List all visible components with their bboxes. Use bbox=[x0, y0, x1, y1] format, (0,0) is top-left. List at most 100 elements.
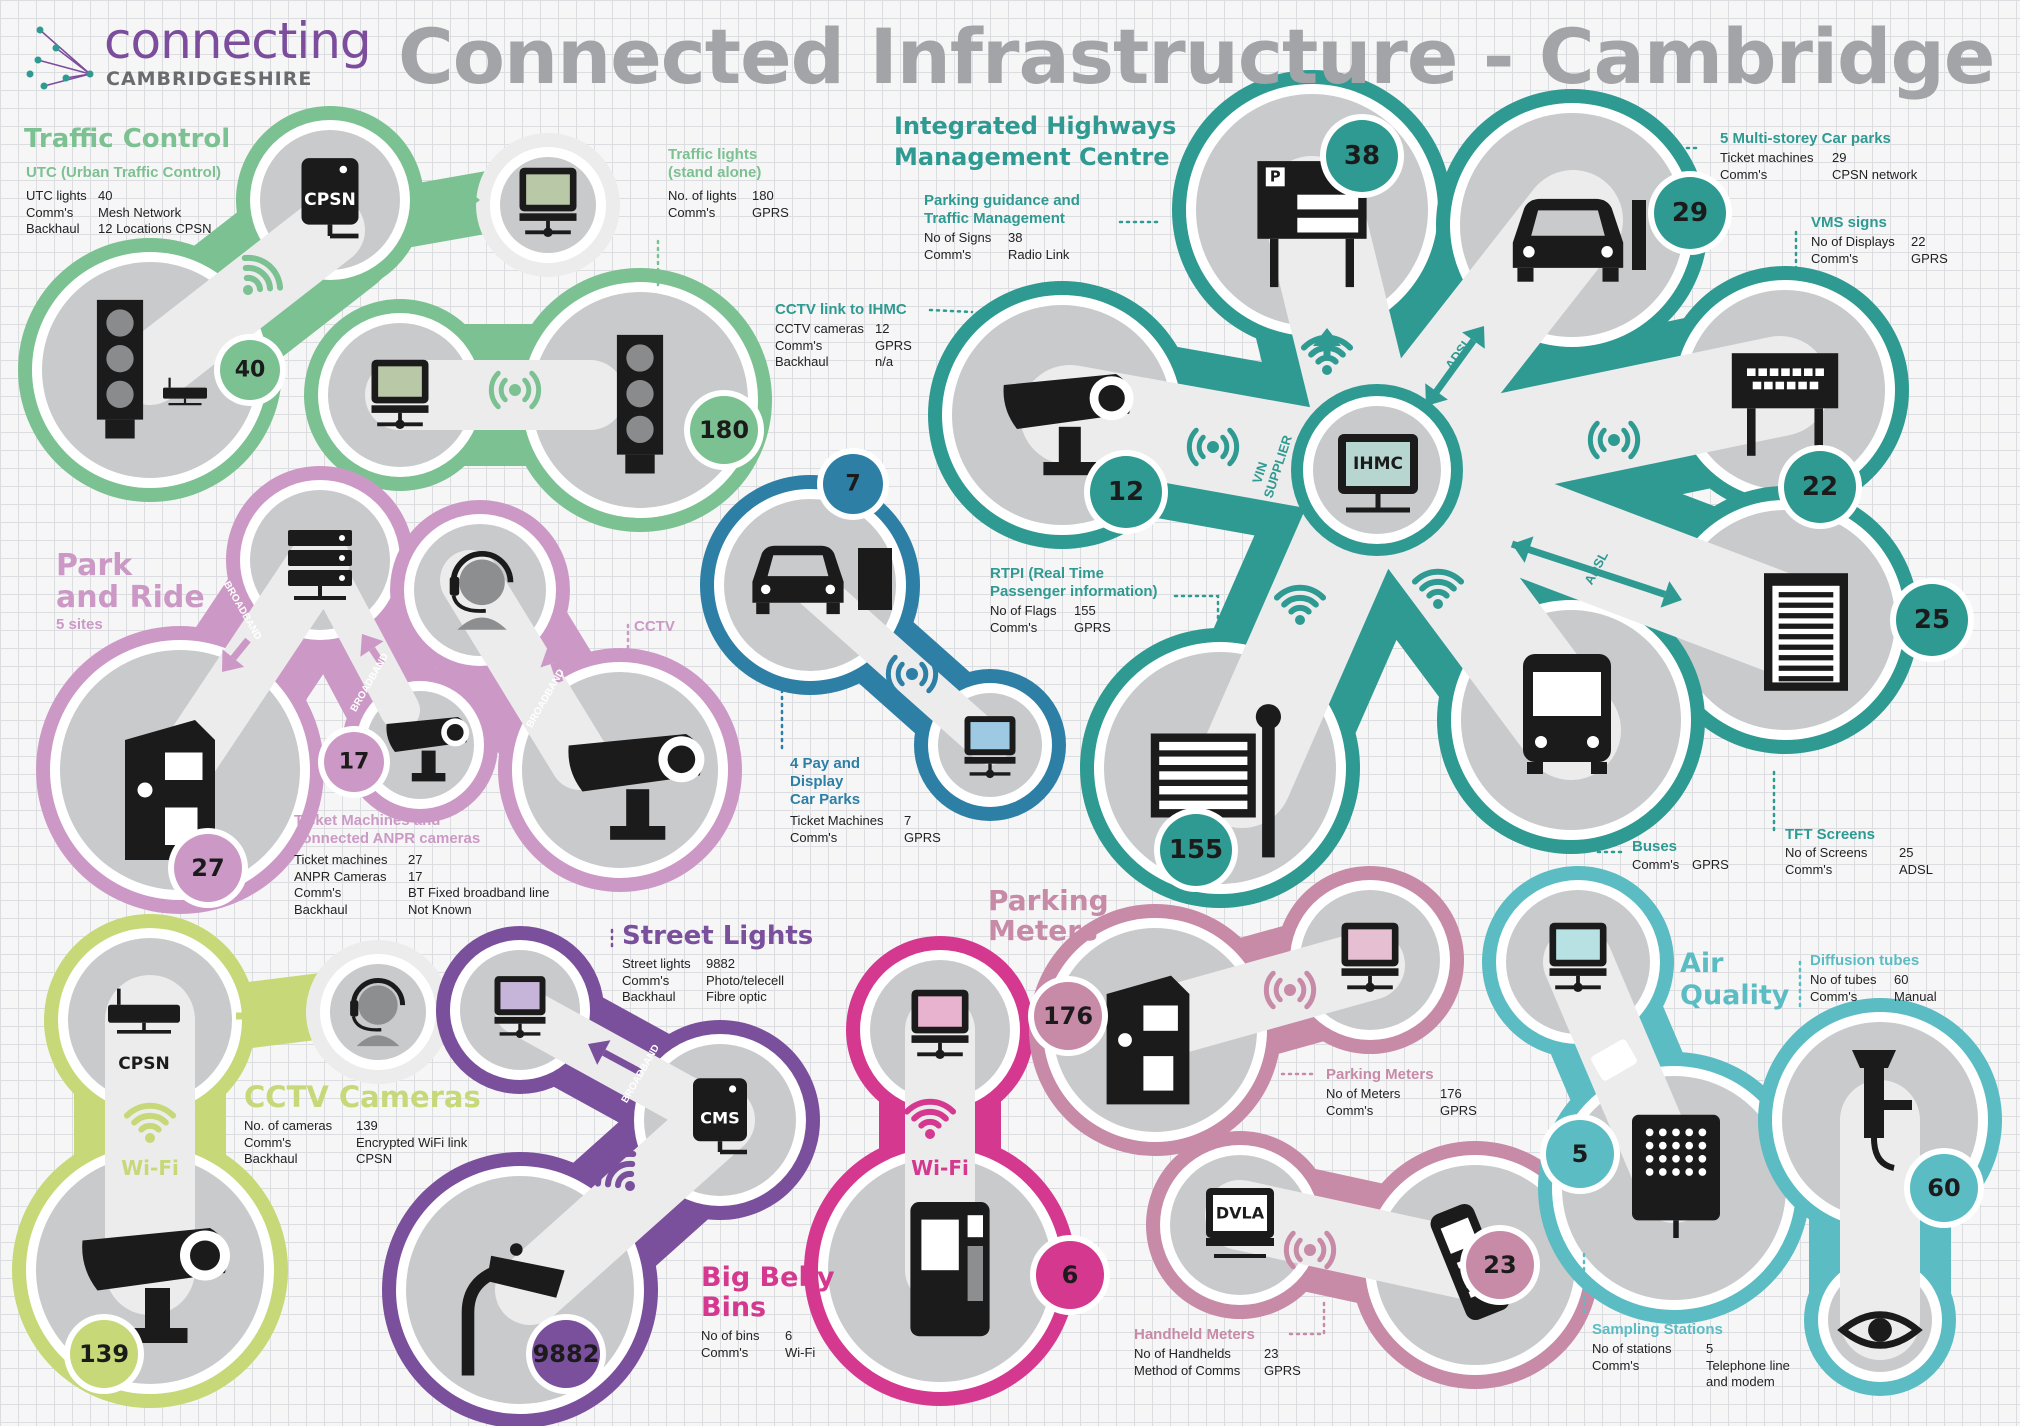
arrow-head bbox=[462, 186, 480, 214]
tft-row bbox=[1778, 634, 1834, 640]
info-key: Backhaul bbox=[26, 221, 80, 236]
info-value: GPRS bbox=[752, 204, 789, 220]
bus-wheel bbox=[1527, 762, 1543, 774]
cctv-link-heading: CCTV link to IHMC bbox=[775, 301, 907, 318]
info-key: Comm's bbox=[701, 1344, 749, 1360]
monitor-screen bbox=[970, 722, 1010, 750]
headset-band bbox=[350, 978, 406, 1006]
info-row: and modem bbox=[1592, 1374, 1790, 1391]
info-value: Not Known bbox=[408, 901, 472, 917]
station-vent bbox=[1645, 1154, 1654, 1163]
vms-post bbox=[1814, 408, 1823, 456]
hub-label: IHMC bbox=[1353, 454, 1403, 474]
monitor-screen bbox=[1348, 929, 1392, 960]
signal-arc bbox=[1283, 1230, 1296, 1270]
headset-ear bbox=[350, 1000, 359, 1017]
arrow-head bbox=[588, 1040, 611, 1065]
tube-cable bbox=[1871, 1137, 1895, 1171]
station-vent bbox=[1698, 1128, 1707, 1137]
car-icon bbox=[752, 545, 844, 615]
operator-head bbox=[358, 985, 398, 1025]
section-title-quality: Quality bbox=[1680, 980, 1790, 1011]
traffic-light-pole bbox=[625, 454, 655, 474]
monitor-base bbox=[911, 1035, 969, 1043]
server-icon bbox=[288, 530, 352, 600]
traffic-lamp bbox=[626, 344, 654, 372]
count-value: 23 bbox=[1483, 1251, 1516, 1279]
pay-display-heading-3: Car Parks bbox=[790, 791, 861, 808]
info-key: No of Signs bbox=[924, 230, 992, 245]
info-key: Comm's bbox=[1592, 1357, 1640, 1373]
signal-arc bbox=[488, 370, 501, 410]
arrow-head bbox=[1313, 328, 1341, 346]
section-title-traffic-control: Traffic Control bbox=[24, 124, 231, 154]
count-value: 139 bbox=[79, 1340, 129, 1368]
info-value: 7 bbox=[904, 813, 912, 828]
station-vent bbox=[1672, 1168, 1680, 1176]
ticket-machine-screen bbox=[1143, 1005, 1178, 1031]
arrow-shaft bbox=[602, 1049, 642, 1076]
radio-signal-icon bbox=[885, 654, 939, 694]
parking-guidance-heading-1: Parking guidance and bbox=[924, 192, 1080, 209]
monitor-icon bbox=[519, 167, 577, 238]
info-value: 155 bbox=[1074, 603, 1096, 618]
info-value: ADSL bbox=[1899, 861, 1933, 877]
signal-arc bbox=[1273, 977, 1283, 1003]
station-vent bbox=[1658, 1154, 1667, 1163]
count-badge-meters: 176 bbox=[1028, 976, 1108, 1056]
tft-row bbox=[1778, 676, 1834, 682]
monitor-screen bbox=[1556, 929, 1600, 960]
park-ride-cctv-label: CCTV bbox=[634, 618, 675, 635]
badge-circle bbox=[823, 454, 883, 514]
station-vent bbox=[1658, 1168, 1667, 1176]
count-badge-cctv: 139 bbox=[64, 1314, 144, 1394]
monitor-screen bbox=[1346, 442, 1410, 486]
ihmc-monitor-icon: IHMC bbox=[1338, 434, 1418, 513]
diffusion-heading: Diffusion tubes bbox=[1810, 952, 1920, 969]
info-key: ANPR Cameras bbox=[294, 868, 387, 884]
tube-bracket bbox=[1884, 1100, 1912, 1110]
info-key: Comm's bbox=[924, 246, 972, 262]
signal-arc bbox=[885, 654, 898, 694]
signal-arc bbox=[1628, 420, 1641, 460]
buses-heading: Buses bbox=[1632, 838, 1678, 855]
badge-circle bbox=[1160, 814, 1232, 886]
station-vent bbox=[1658, 1141, 1667, 1150]
logo-node bbox=[62, 74, 70, 82]
vms-pixel bbox=[1792, 368, 1802, 376]
flag-line bbox=[1159, 756, 1248, 765]
signal-arc bbox=[1220, 434, 1230, 460]
monitor-icon bbox=[494, 976, 546, 1039]
connector-inner bbox=[495, 1085, 755, 1325]
eye-pupil bbox=[1868, 1318, 1892, 1342]
vms-pixel bbox=[1781, 368, 1790, 376]
section-title-meters: Meters bbox=[988, 914, 1098, 947]
vms-post bbox=[1747, 408, 1756, 456]
station-vent bbox=[1645, 1141, 1654, 1150]
section-title-and-ride: and Ride bbox=[56, 580, 205, 615]
signal-arc bbox=[1196, 434, 1206, 460]
logo-text: connecting bbox=[104, 12, 372, 70]
station-vent bbox=[1685, 1168, 1694, 1176]
count-badge-pay: 7 bbox=[817, 448, 889, 520]
count-badge-rtpi: 155 bbox=[1154, 808, 1238, 892]
wifi-arc bbox=[903, 1098, 957, 1115]
ihmc-title-1: Integrated Highways bbox=[894, 112, 1177, 140]
rtpi-heading-2: Passenger information) bbox=[990, 583, 1158, 600]
vms-pixel bbox=[1752, 381, 1762, 390]
monitor-node bbox=[543, 227, 553, 238]
ticket-machine-coin bbox=[137, 782, 153, 798]
signal-arc bbox=[1621, 427, 1631, 453]
